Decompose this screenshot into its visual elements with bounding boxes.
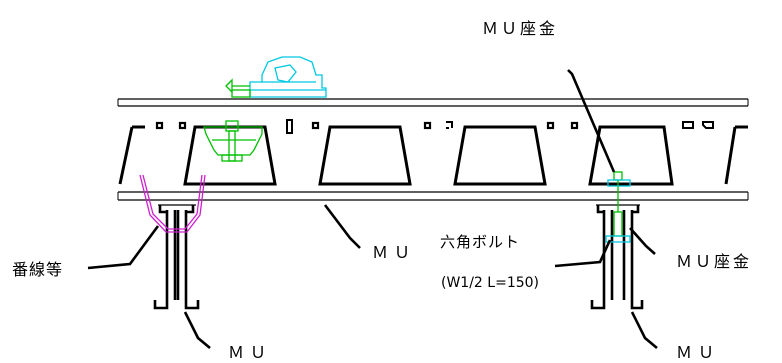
label-mu-washer-right: ＭＵ座金	[676, 252, 752, 271]
leader-lines	[87, 69, 658, 349]
wire-ties	[139, 174, 206, 233]
top-green-bolt	[225, 78, 251, 98]
label-hex-bolt: 六角ボルト	[440, 233, 520, 251]
label-mu-mid: ＭＵ	[372, 243, 416, 262]
mu-beam	[117, 98, 749, 201]
beam-web-openings	[118, 125, 748, 186]
label-mu-bottom-left: ＭＵ	[228, 343, 272, 362]
label-mu-washer-top: ＭＵ座金	[482, 19, 558, 38]
green-bracket	[203, 120, 263, 162]
label-wire: 番線等	[12, 260, 63, 279]
label-mu-bottom-right: ＭＵ	[676, 343, 720, 362]
right-bolt	[613, 171, 623, 237]
beam-bolt-holes	[155, 119, 714, 134]
right-washers	[605, 179, 631, 243]
label-bolt-spec: (W1/2 L=150)	[441, 275, 539, 291]
right-post	[590, 204, 644, 310]
top-clamp	[249, 56, 327, 98]
left-post	[153, 204, 200, 310]
